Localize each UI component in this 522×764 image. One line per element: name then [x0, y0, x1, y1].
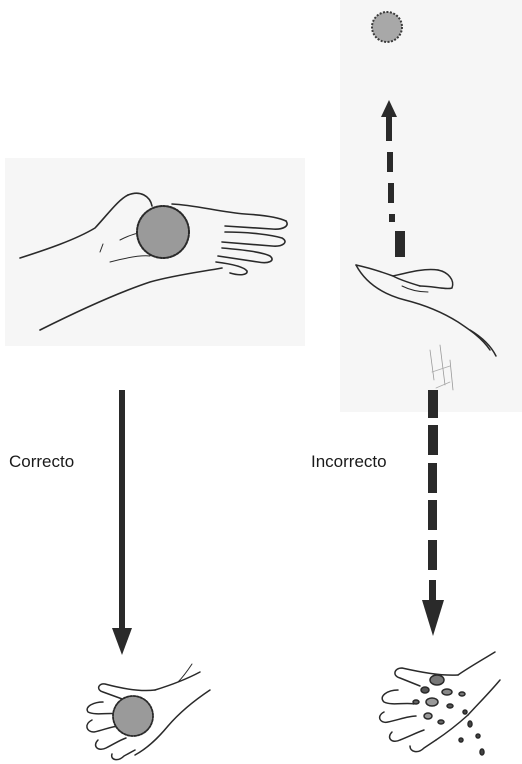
dashed-down-arrow-icon	[422, 390, 444, 636]
right-panel-tint	[340, 0, 522, 412]
open-hand-with-ball-icon	[19, 192, 288, 331]
hand-with-scattered-pieces-icon	[378, 651, 501, 756]
down-arrow-icon	[112, 390, 132, 655]
incorrect-label: Incorrecto	[311, 452, 387, 471]
ball-icon	[371, 11, 403, 43]
dashed-up-arrow-icon	[381, 100, 405, 257]
hand-catching-ball-icon	[86, 663, 211, 761]
tossing-hand-icon	[355, 264, 497, 391]
correct-label: Correcto	[9, 452, 75, 471]
